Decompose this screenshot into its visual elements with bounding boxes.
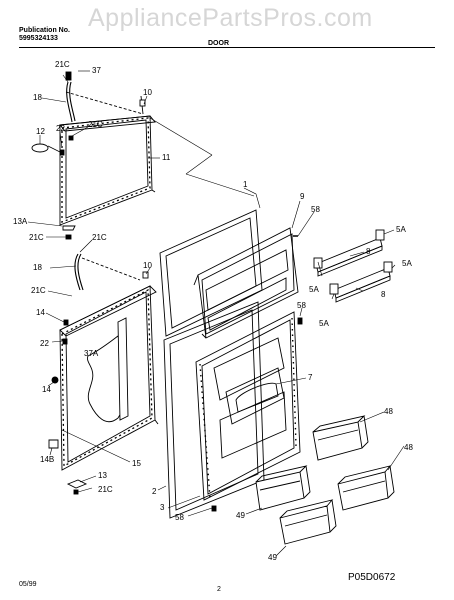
- callout-14: 14: [36, 308, 45, 317]
- publication-label: Publication No.: [19, 27, 70, 34]
- callout-14b: 14B: [40, 455, 54, 464]
- section-title: DOOR: [208, 40, 229, 47]
- callout-5a: 5A: [402, 259, 412, 268]
- fresh-food-liner-3: [195, 311, 301, 501]
- callout-9: 9: [300, 192, 305, 201]
- part-58-screw-b: [297, 317, 303, 325]
- freezer-door-panel: [59, 115, 156, 226]
- part-14-screw-b: [51, 376, 59, 384]
- callout-1: 1: [243, 180, 248, 189]
- callout-13a: 13A: [13, 217, 28, 226]
- freezer-gasket-1: [159, 209, 263, 337]
- callout-48: 48: [404, 443, 413, 452]
- callout-3: 3: [160, 503, 165, 512]
- watermark: AppliancePartsPros.com: [88, 4, 373, 32]
- bin-49-lower: [279, 499, 337, 545]
- callout-13: 13: [98, 471, 107, 480]
- part-22-screw: [59, 149, 65, 156]
- callout-48: 48: [384, 407, 393, 416]
- part-22-screw-b: [62, 338, 68, 345]
- footer-diagram-code: P05D0672: [348, 572, 396, 583]
- part-14-screw-a: [63, 319, 69, 326]
- callout-8: 8: [381, 290, 386, 299]
- part-58-screw-c: [211, 505, 217, 512]
- callout-14: 14: [42, 385, 51, 394]
- publication-number: 5995324133: [19, 35, 58, 42]
- freezer-hinge-cable: [65, 71, 146, 123]
- callout-21c: 21C: [92, 233, 107, 242]
- callout-7: 7: [308, 373, 313, 382]
- freezer-liner-9: [193, 227, 299, 339]
- callout-2: 2: [152, 487, 157, 496]
- callout-49: 49: [236, 511, 245, 520]
- part-12-oval: [31, 143, 49, 153]
- callout-49: 49: [268, 553, 277, 562]
- callout-15: 15: [132, 459, 141, 468]
- bin-49-upper: [255, 465, 311, 511]
- callout-5a: 5A: [309, 285, 319, 294]
- callout-21c: 21C: [88, 120, 103, 129]
- callout-10: 10: [143, 88, 152, 97]
- callout-37a: 37A: [84, 349, 99, 358]
- callout-58: 58: [311, 205, 320, 214]
- fresh-food-door-panel: [59, 285, 159, 471]
- header-rule: [19, 47, 435, 48]
- door-rack-upper: [313, 229, 385, 277]
- footer-page-number: 2: [217, 586, 221, 593]
- lower-hinge-cable: [74, 253, 84, 291]
- callout-18: 18: [33, 263, 42, 272]
- callout-11: 11: [162, 153, 171, 162]
- part-21c-screw-a: [68, 135, 74, 141]
- callout-21c: 21C: [55, 60, 70, 69]
- footer-date: 05/99: [19, 581, 37, 588]
- callout-22: 22: [56, 124, 65, 133]
- callout-58: 58: [175, 513, 184, 522]
- callout-21c: 21C: [29, 233, 44, 242]
- callout-12: 12: [36, 127, 45, 136]
- callout-5a: 5A: [319, 319, 329, 328]
- bin-48-upper: [312, 415, 369, 461]
- part-14b-bracket: [48, 439, 59, 449]
- callout-labels: 37 21C 18 10 21C 22 12 11 13A 21C 21C 18…: [13, 60, 413, 562]
- bin-48-lower: [337, 465, 395, 511]
- callout-10: 10: [143, 261, 152, 270]
- callout-8: 8: [366, 247, 371, 256]
- callout-58: 58: [297, 301, 306, 310]
- callout-37: 37: [92, 66, 101, 75]
- callout-18: 18: [33, 93, 42, 102]
- leader-lines: [27, 70, 405, 557]
- part-13a-clip: [62, 225, 76, 231]
- part-37a-strip: [117, 317, 129, 421]
- callout-21c: 21C: [98, 485, 113, 494]
- freezer-gasket-dots: [61, 117, 151, 223]
- callout-21c: 21C: [31, 286, 46, 295]
- callout-5a: 5A: [396, 225, 406, 234]
- door-rack-lower: [329, 261, 393, 303]
- callout-22: 22: [40, 339, 49, 348]
- part-13-clip: [66, 479, 88, 489]
